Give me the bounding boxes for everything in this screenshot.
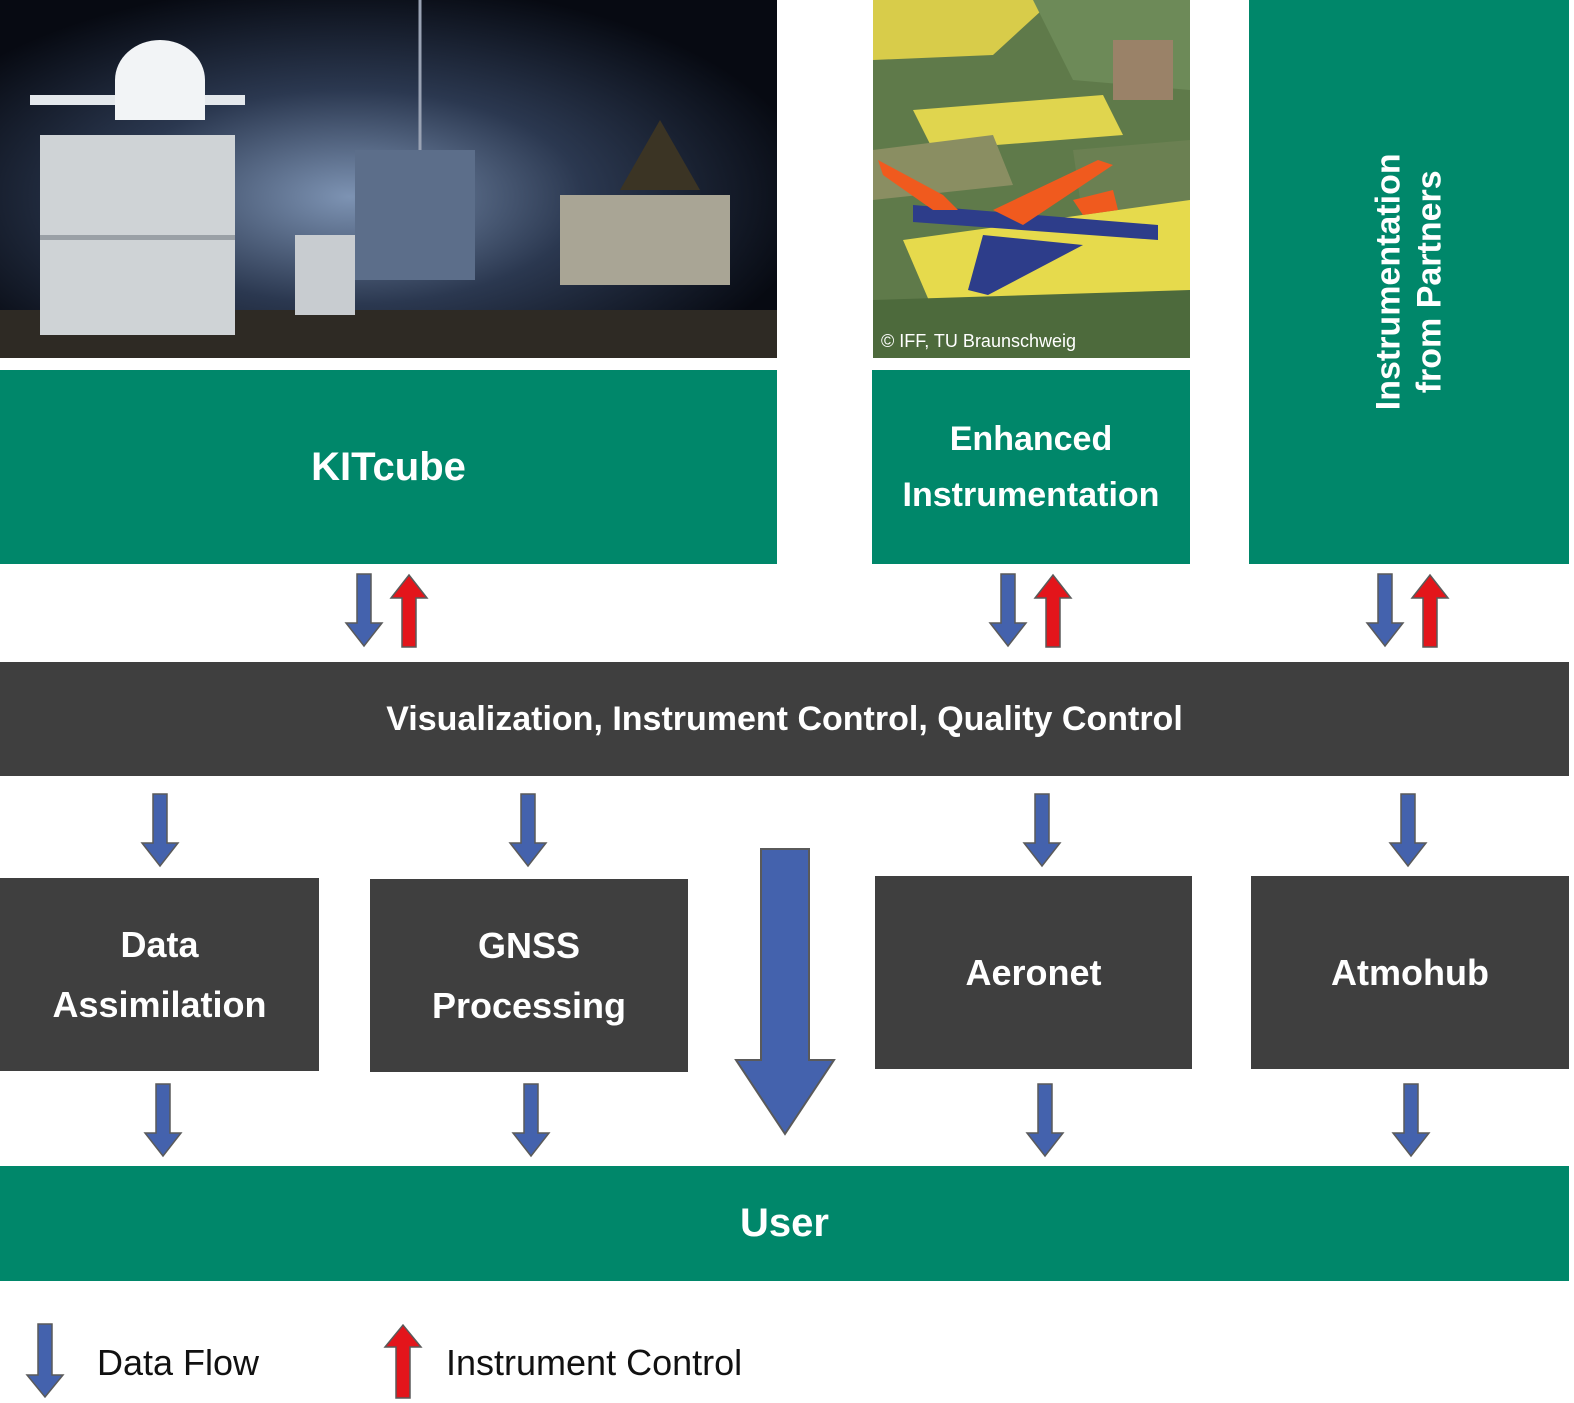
data-assimilation-box: Data Assimilation — [0, 878, 319, 1071]
data-flow-arrow-gnss-to-user — [510, 1083, 552, 1158]
partners-arrow-pair — [1365, 573, 1451, 649]
photo-credit: © IFF, TU Braunschweig — [881, 331, 1076, 351]
legend-instrument-control-label: Instrument Control — [446, 1342, 743, 1383]
data-flow-arrow-aeronet-to-user — [1024, 1083, 1066, 1158]
enhanced-label-line1: Enhanced — [949, 419, 1113, 458]
legend-instrument-control-icon — [382, 1323, 424, 1399]
data-assimilation-line2: Assimilation — [52, 983, 267, 1025]
gnss-line1: GNSS — [477, 925, 581, 967]
kitcube-box: KITcube — [0, 370, 777, 564]
kitcube-photo — [0, 0, 777, 358]
kitcube-label: KITcube — [311, 444, 466, 489]
atmohub-label: Atmohub — [1331, 951, 1489, 993]
partners-label: Instrumentation from Partners — [1368, 154, 1450, 411]
central-control-bar: Visualization, Instrument Control, Quali… — [0, 662, 1569, 776]
direct-data-flow-arrow — [734, 848, 836, 1136]
enhanced-instrumentation-box: Enhanced Instrumentation — [872, 370, 1190, 564]
data-flow-arrow — [1365, 573, 1405, 648]
data-flow-arrow-to-atmohub — [1387, 793, 1429, 868]
data-flow-arrow-atmohub-to-user — [1390, 1083, 1432, 1158]
data-flow-arrow-to-assimilation — [139, 793, 181, 868]
partners-label-line1: Instrumentation — [1369, 153, 1408, 411]
instrument-control-arrow — [1033, 573, 1073, 648]
user-label: User — [740, 1201, 829, 1245]
gnss-processing-box: GNSS Processing — [370, 879, 688, 1072]
enhanced-label-line2: Instrumentation — [902, 476, 1160, 514]
data-flow-arrow — [988, 573, 1028, 648]
partners-label-line2: from Partners — [1410, 170, 1448, 394]
data-flow-arrow-assimilation-to-user — [142, 1083, 184, 1158]
instrument-control-arrow — [1410, 573, 1450, 648]
data-assimilation-line1: Data — [120, 924, 199, 966]
atmohub-box: Atmohub — [1251, 876, 1569, 1069]
partners-box: Instrumentation from Partners — [1249, 0, 1569, 564]
aircraft-photo: © IFF, TU Braunschweig — [873, 0, 1190, 358]
central-bar-label: Visualization, Instrument Control, Quali… — [386, 699, 1183, 738]
aeronet-box: Aeronet — [875, 876, 1192, 1069]
kitcube-arrow-pair — [344, 573, 430, 649]
data-flow-arrow-to-gnss — [507, 793, 549, 868]
legend-data-flow-icon — [24, 1323, 66, 1399]
aeronet-label: Aeronet — [965, 951, 1102, 993]
data-flow-arrow-to-aeronet — [1021, 793, 1063, 868]
gnss-line2: Processing — [431, 984, 627, 1026]
data-flow-arrow — [344, 573, 384, 648]
legend-data-flow-label: Data Flow — [97, 1342, 260, 1383]
instrument-control-arrow — [389, 573, 429, 648]
enhanced-arrow-pair — [988, 573, 1074, 649]
user-bar: User — [0, 1166, 1569, 1281]
